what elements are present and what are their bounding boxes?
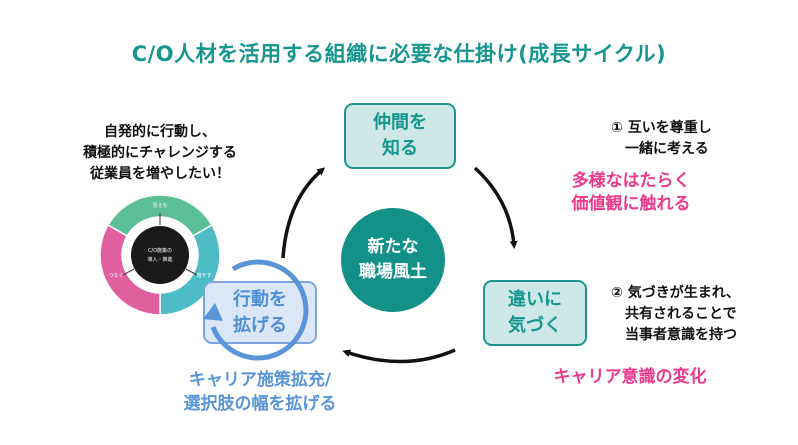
refresh-arc: [210, 259, 309, 361]
highlight-career-awareness: キャリア意識の変化: [520, 366, 740, 389]
intro-line: 積極的にチャレンジする: [83, 145, 237, 161]
page-title: C/O人材を活用する組織に必要な仕掛け(成長サイクル): [131, 42, 667, 66]
donut-label-fuyasu: 増やす: [196, 272, 211, 279]
node-line: 気づく: [508, 315, 562, 336]
arrow-right: [185, 268, 198, 276]
donut-label-tsunagu: つなぐ: [108, 272, 123, 279]
highlight-diverse-values: 多様なはたらく 価値観に触れる: [533, 170, 729, 216]
refresh-arrowhead: [203, 303, 223, 321]
node-line: 拡げる: [233, 314, 287, 336]
highlight-line: 多様なはたらく: [571, 171, 691, 191]
donut-segment-tsunagu: [99, 223, 161, 316]
highlight-line: キャリア意識の変化: [553, 367, 707, 387]
arrow-to-top: [281, 167, 326, 259]
note-line: 共有されることで: [611, 306, 737, 322]
arrow-to-right: [473, 166, 518, 249]
center-line: 職場風土: [359, 262, 427, 282]
node-line: 仲間を: [373, 112, 427, 133]
note-step-1: ① 互いを尊重し 一緒に考える: [611, 118, 712, 160]
donut-center-line: C/O施策の: [148, 247, 172, 254]
intro-line: 従業員を増やしたい！: [90, 166, 230, 182]
center-line: 新たな: [367, 237, 419, 257]
donut-center: [131, 226, 189, 284]
node-line: 違いに: [508, 289, 562, 310]
node-chigai-ni-kizuku: 違いに 気づく: [483, 280, 587, 346]
node-nakama-wo-shiru: 仲間を 知る: [344, 103, 456, 169]
note-line: 当事者意識を持つ: [611, 327, 737, 343]
refresh-cycle-icon: [203, 259, 309, 361]
note-line: ② 気づきが生まれ、: [611, 285, 740, 301]
note-line: 一緒に考える: [611, 141, 709, 157]
note-line: ① 互いを尊重し: [611, 120, 712, 136]
center-circle-new-culture: 新たな 職場風土: [341, 208, 445, 312]
arrow-left: [122, 268, 135, 276]
donut-label-mieru: 見える: [153, 203, 168, 209]
highlight-line: 価値観に触れる: [571, 194, 691, 214]
intro-line: 自発的に行動し、: [104, 124, 216, 140]
caption-line: キャリア施策拡充/: [188, 370, 332, 390]
intro-text: 自発的に行動し、 積極的にチャレンジする 従業員を増やしたい！: [52, 122, 268, 185]
arrow-to-left: [342, 348, 456, 364]
co-donut-diagram: C/O施策の 導入・推進 見える 増やす つなぐ: [99, 194, 221, 316]
node-line: 行動を: [233, 288, 287, 310]
note-step-2: ② 気づきが生まれ、 共有されることで 当事者意識を持つ: [611, 283, 740, 346]
caption-career-measures: キャリア施策拡充/ 選択肢の幅を拡げる: [150, 368, 370, 416]
node-line: 知る: [382, 138, 418, 159]
donut-center-line: 導入・推進: [147, 256, 172, 263]
caption-line: 選択肢の幅を拡げる: [183, 394, 337, 414]
